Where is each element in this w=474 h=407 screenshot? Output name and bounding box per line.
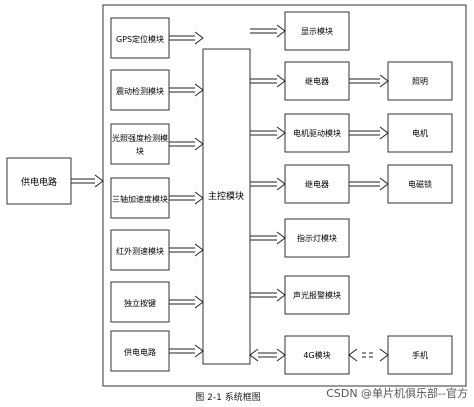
- arrow-lighting: [349, 74, 389, 88]
- left-module-power: 供电电路: [110, 330, 170, 372]
- arrow-4g-bidirectional: [249, 348, 286, 362]
- right-module-relay-2: 继电器: [284, 164, 350, 204]
- right-module-display: 显示模块: [284, 11, 350, 51]
- arrow-power: [169, 344, 204, 358]
- right-module-alarm-label: 声光报警模块: [293, 290, 341, 300]
- figure-caption: 图 2-1 系统框图: [195, 391, 260, 403]
- arrow-relay-2: [250, 177, 286, 191]
- arrow-gps: [169, 31, 204, 45]
- arrow-vibration: [169, 83, 204, 97]
- output-phone: 手机: [387, 335, 453, 375]
- left-module-light-label-line2: 块: [136, 146, 144, 156]
- right-module-motor-driver: 电机驱动模块: [284, 113, 350, 153]
- outer-frame: [102, 4, 467, 387]
- arrow-keys: [169, 295, 204, 309]
- left-module-gps: GPS定位模块: [110, 17, 170, 59]
- left-module-vibration: 震动检测模块: [110, 69, 170, 111]
- arrow-motor-driver: [250, 126, 286, 140]
- output-lighting: 照明: [387, 61, 453, 101]
- arrow-lock: [349, 177, 389, 191]
- output-motor: 电机: [387, 113, 453, 153]
- arrow-power-in: [71, 174, 104, 188]
- right-module-4g-label: 4G模块: [303, 350, 330, 360]
- right-module-display-label: 显示模块: [301, 26, 333, 36]
- right-module-relay-1-label: 继电器: [305, 76, 329, 86]
- left-module-power-label: 供电电路: [124, 347, 156, 357]
- right-module-alarm: 声光报警模块: [284, 275, 350, 315]
- main-control-block: 主控模块: [202, 48, 251, 365]
- right-module-relay-1: 继电器: [284, 61, 350, 101]
- left-module-keys: 独立按键: [110, 281, 170, 323]
- left-module-accel: 三轴加速度模块: [110, 177, 170, 219]
- left-module-infrared: 红外测速模块: [110, 229, 170, 271]
- main-control-label: 主控模块: [208, 190, 244, 202]
- output-phone-label: 手机: [412, 350, 428, 360]
- output-lighting-label: 照明: [412, 77, 428, 86]
- arrow-relay-1: [250, 74, 286, 88]
- arrow-indicator: [250, 231, 286, 245]
- arrow-alarm: [250, 288, 286, 302]
- left-module-keys-label: 独立按键: [124, 298, 156, 308]
- connectors: [71, 24, 389, 362]
- right-module-indicator: 指示灯模块: [284, 218, 350, 258]
- right-module-indicator-label: 指示灯模块: [297, 233, 337, 243]
- left-module-infrared-label: 红外测速模块: [116, 246, 164, 256]
- arrow-light: [169, 137, 204, 151]
- right-module-relay-2-label: 继电器: [305, 179, 329, 189]
- left-module-accel-label: 三轴加速度模块: [112, 194, 168, 204]
- output-lock: 电磁锁: [387, 164, 453, 204]
- arrow-motor: [349, 126, 389, 140]
- arrow-accel: [169, 191, 204, 205]
- right-module-4g: 4G模块: [284, 335, 350, 375]
- left-module-light-label-line1: 光照强度检测模: [112, 133, 168, 143]
- left-module-vibration-label: 震动检测模块: [116, 86, 164, 96]
- left-module-light: 光照强度检测模 块: [110, 123, 170, 165]
- output-motor-label: 电机: [412, 128, 428, 138]
- output-lock-label: 电磁锁: [408, 179, 432, 189]
- arrow-phone-wireless: [348, 348, 389, 362]
- left-power-block: 供电电路: [6, 157, 72, 205]
- left-power-label: 供电电路: [21, 176, 57, 188]
- right-module-motor-driver-label: 电机驱动模块: [293, 128, 341, 138]
- arrow-display: [250, 24, 286, 38]
- left-module-gps-label: GPS定位模块: [116, 34, 164, 44]
- arrow-infrared: [169, 243, 204, 257]
- watermark: CSDN @单片机俱乐部--官方: [326, 386, 468, 400]
